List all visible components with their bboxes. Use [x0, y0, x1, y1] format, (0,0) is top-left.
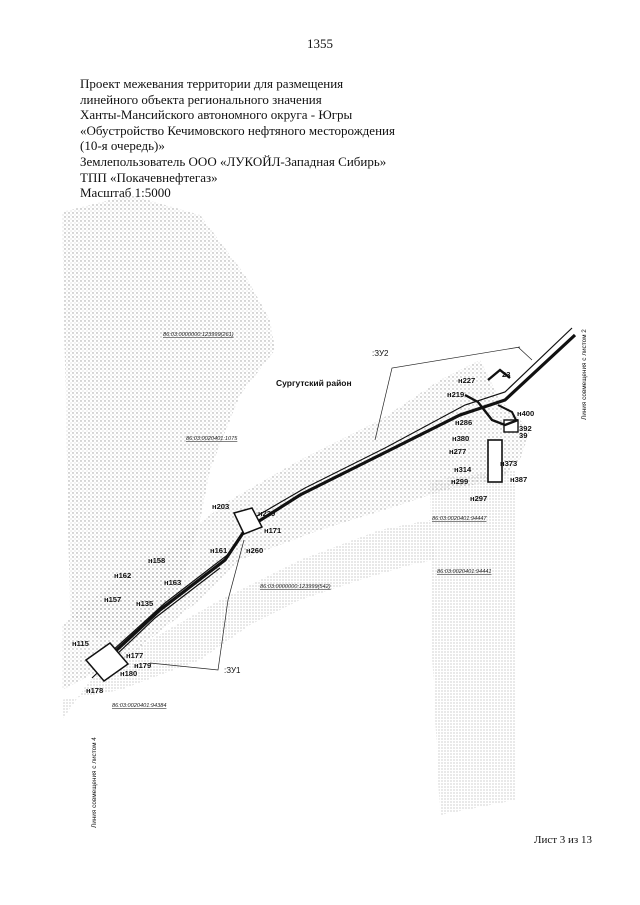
cadastral-number: 86:03:0020401:94447 — [432, 516, 487, 522]
title-block: Проект межевания территории для размещен… — [80, 76, 500, 201]
point-label: н115 — [72, 639, 90, 648]
cadastral-number: 86:03:0020401:1075 — [186, 436, 238, 442]
title-line: (10-я очередь)» — [80, 138, 165, 154]
point-label: н260 — [246, 546, 263, 555]
point-label: н400 — [517, 409, 534, 418]
point-label: н297 — [470, 494, 487, 503]
point-label: н314 — [454, 465, 472, 474]
site-block — [84, 641, 130, 683]
title-line: линейного объекта регионального значения — [80, 91, 322, 107]
point-label: н380 — [452, 434, 469, 443]
title-line: Ханты-Мансийского автономного округа - Ю… — [80, 107, 353, 123]
point-label: н286 — [455, 418, 472, 427]
point-label: н135 — [136, 599, 154, 608]
point-label: 23 — [502, 370, 510, 379]
parcel-area — [62, 195, 275, 640]
match-line-label-right: Линия совмещения с листом 2 — [581, 329, 588, 420]
title-line: «Обустройство Кечимовского нефтяного мес… — [80, 122, 395, 138]
point-label: н373 — [500, 459, 517, 468]
point-label: н387 — [510, 475, 527, 484]
district-label: Сургутский район — [276, 378, 352, 388]
point-label: н178 — [86, 686, 103, 695]
cadastral-number: 86:03:0020401:94384 — [112, 703, 166, 709]
scale-line: Масштаб 1:5000 — [80, 185, 171, 201]
zone-label-zu2: :ЗУ2 — [372, 349, 389, 358]
zone-boundary — [374, 346, 521, 441]
zone-boundary — [149, 539, 245, 671]
title-line: Проект межевания территории для размещен… — [80, 76, 344, 91]
point-label: 392 — [519, 424, 532, 433]
sheet-number: Лист 3 из 13 — [534, 834, 593, 846]
parcel-area — [430, 470, 515, 815]
leader-line — [517, 346, 533, 361]
point-label: н203 — [212, 502, 229, 511]
parcel-area — [62, 360, 530, 690]
match-line-label-left: Линия совмещения с листом 4 — [91, 737, 98, 828]
point-label: н163 — [164, 578, 181, 587]
land-user-line: Землепользователь ООО «ЛУКОЙЛ-Западная С… — [80, 153, 387, 169]
point-label: н229 — [258, 509, 275, 518]
point-label: н227 — [458, 376, 475, 385]
pipeline-corridor-edge — [99, 327, 573, 663]
tpp-line: ТПП «Покачевнефтегаз» — [80, 169, 218, 185]
site-boundary — [497, 404, 517, 421]
cadastral-number: 86:03:0000000:123999(261) — [163, 332, 234, 338]
site-boundary — [464, 393, 519, 427]
point-label: н179 — [134, 661, 151, 670]
point-label: н162 — [114, 571, 131, 580]
point-label: 39 — [519, 431, 527, 440]
zone-label-zu1: :ЗУ1 — [224, 666, 241, 675]
point-label: н299 — [451, 477, 468, 486]
cadastral-number: 86:03:0000000:123999(542) — [260, 584, 331, 590]
page-number: 1355 — [307, 36, 333, 51]
point-label: н277 — [449, 447, 466, 456]
site-block — [487, 439, 503, 483]
point-label: н158 — [148, 556, 165, 565]
point-label: н177 — [126, 651, 143, 660]
point-label: н161 — [210, 546, 228, 555]
point-label: н180 — [120, 669, 137, 678]
cadastral-number: 86:03:0020401:94441 — [437, 569, 491, 575]
site-block — [232, 507, 264, 535]
point-label: н219 — [447, 390, 464, 399]
parcel-area — [62, 520, 435, 720]
point-label: н157 — [104, 595, 121, 604]
point-label: н171 — [264, 526, 282, 535]
pipeline-corridor — [93, 333, 577, 672]
site-boundary — [487, 368, 511, 381]
